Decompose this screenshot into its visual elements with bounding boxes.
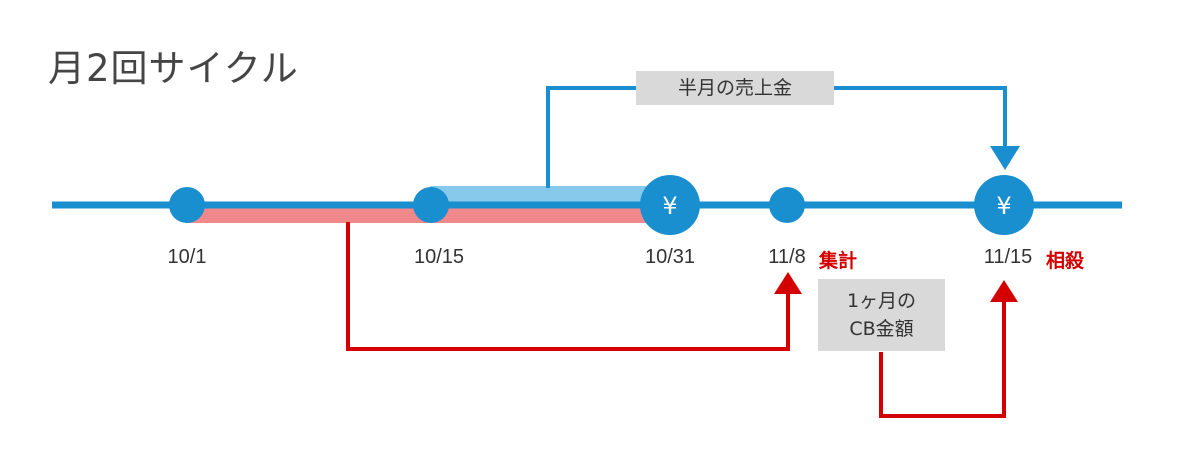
cb-amount-box: 1ヶ月の CB金額: [818, 279, 945, 351]
sales-flow-arrowhead: [990, 146, 1020, 170]
yen-icon: ¥: [996, 192, 1011, 220]
cb-amount-label-line1: 1ヶ月の: [846, 290, 917, 312]
cb-aggregate-arrowhead: [774, 272, 802, 294]
date-label-10-1: 10/1: [167, 246, 207, 268]
yen-icon: ¥: [662, 192, 677, 220]
page-title: 月2回サイクル: [48, 47, 299, 90]
date-marker-10-1: [169, 187, 205, 223]
aggregate-label: 集計: [819, 250, 858, 272]
half-month-sales-band: [430, 186, 670, 205]
half-month-sales-box: 半月の売上金: [636, 71, 834, 105]
date-marker-10-15: [413, 187, 449, 223]
cb-aggregate-arrow: [346, 222, 790, 351]
payment-marker-11-15: [974, 175, 1034, 235]
cb-offset-arrowhead: [990, 280, 1018, 302]
date-label-11-8: 11/8: [768, 246, 806, 268]
date-label-11-15: 11/15: [983, 246, 1033, 268]
offset-label: 相殺: [1046, 250, 1085, 272]
date-marker-11-8: [769, 187, 805, 223]
payment-marker-10-31: [640, 175, 700, 235]
cb-amount-label-line2: CB金額: [849, 318, 914, 340]
half-month-sales-label: 半月の売上金: [677, 77, 792, 99]
date-label-10-15: 10/15: [413, 246, 465, 268]
date-label-10-31: 10/31: [644, 246, 696, 268]
cb-offset-arrow: [879, 298, 1006, 418]
